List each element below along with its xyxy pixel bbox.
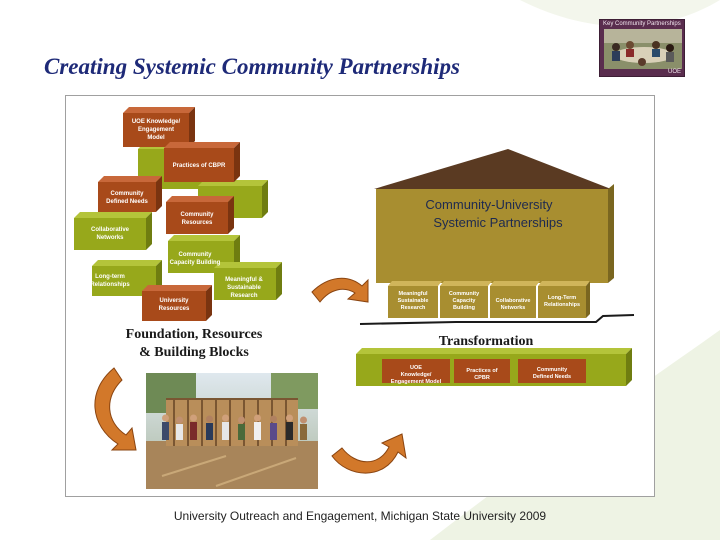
transformation-line bbox=[359, 314, 635, 325]
house-roof-title-line1: Community-University bbox=[425, 197, 553, 212]
house-body bbox=[376, 189, 608, 283]
base-practices bbox=[454, 359, 510, 383]
block-green-6 bbox=[214, 262, 282, 300]
house-roof bbox=[374, 149, 611, 189]
house-columns bbox=[388, 281, 590, 318]
foundation-caption-line2: & Building Blocks bbox=[139, 345, 249, 360]
block-green-3 bbox=[74, 212, 152, 250]
badge-label: Key Community Partnerships bbox=[603, 21, 681, 27]
volunteers bbox=[162, 414, 307, 440]
arrow-right bbox=[311, 277, 369, 303]
foundation-caption-line1: Foundation, Resources bbox=[126, 327, 263, 342]
slide-caption: University Outreach and Engagement, Mich… bbox=[173, 509, 547, 523]
slide-title: Creating Systemic Community Partnerships bbox=[44, 54, 460, 79]
house: Community-University Systemic Partnershi… bbox=[356, 149, 635, 386]
arrow-bottom bbox=[331, 433, 407, 474]
barn-raising-photo bbox=[146, 373, 318, 489]
meeting-photo bbox=[604, 29, 682, 69]
base-uoe-model bbox=[382, 359, 450, 383]
uoe-logo: UOE bbox=[667, 69, 681, 75]
base-community-needs bbox=[518, 359, 586, 383]
partnership-badge: Key Community Partnerships UOE bbox=[599, 19, 685, 77]
block-practices-label: Practices of CBPR bbox=[173, 163, 226, 169]
block-practices: Practices of CBPR bbox=[164, 142, 240, 182]
house-roof-title-line2: Systemic Partnerships bbox=[433, 215, 563, 230]
transformation-label: Transformation bbox=[439, 334, 534, 349]
arrow-left bbox=[94, 367, 137, 451]
